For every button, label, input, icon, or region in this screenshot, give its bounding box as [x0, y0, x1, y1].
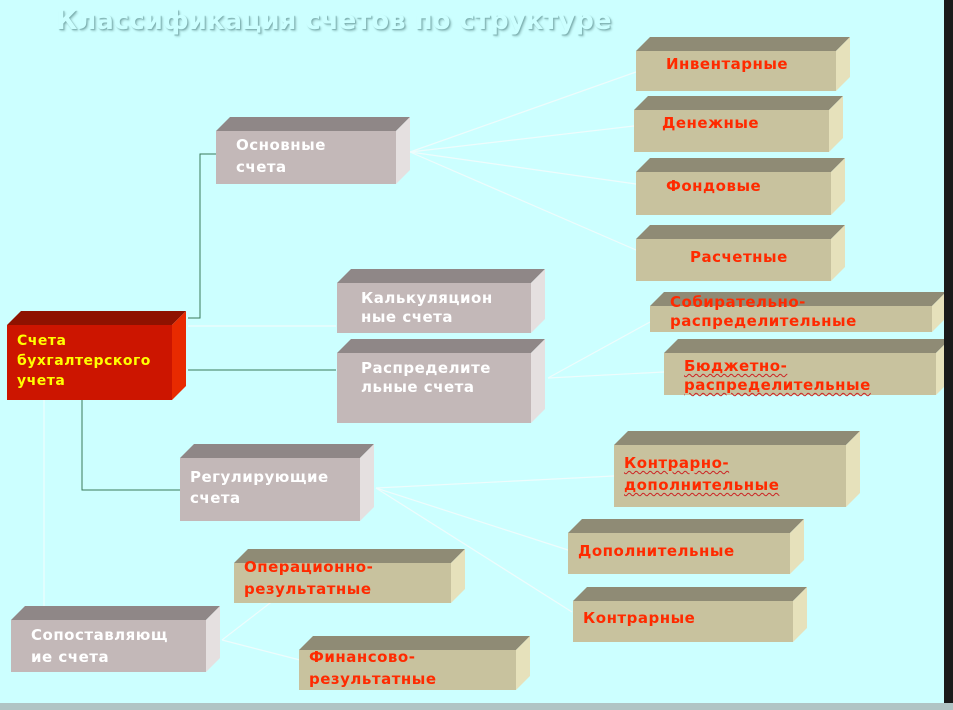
node-regulating-accounts: Регулирующие счета	[180, 458, 360, 521]
node-collective-distributive-accounts: Собирательно- распределительные	[650, 293, 932, 332]
node-operating-result-accounts: Операционно- результатные	[234, 558, 451, 603]
slide-title: Классификация счетов по структуре	[56, 6, 612, 36]
node-fund-accounts: Фондовые	[636, 172, 831, 215]
window-edge-right	[944, 0, 953, 710]
connector-regulating-additional	[375, 487, 569, 551]
node-monetary-accounts: Денежные	[634, 110, 829, 152]
connector-comparative-financial	[221, 639, 301, 661]
node-distributive-accounts: Распределите льные счета	[337, 353, 531, 423]
node-additional-accounts: Дополнительные	[568, 533, 790, 574]
node-inventory-accounts: Инвентарные	[636, 51, 836, 91]
window-edge-bottom	[0, 703, 953, 710]
connector-basic-monetary	[409, 125, 635, 153]
node-contra-accounts: Контрарные	[573, 601, 793, 642]
connector-root-basic	[188, 153, 216, 319]
connector-basic-inventory	[409, 71, 637, 153]
node-comparative-accounts: Сопоставляющ ие счета	[11, 620, 206, 672]
node-costing-accounts: Калькуляцион ные счета	[337, 283, 531, 333]
connector-distributive-collective	[547, 321, 651, 379]
connector-root-regulating	[81, 400, 180, 491]
node-basic-accounts: Основные счета	[216, 131, 396, 184]
node-financial-result-accounts: Финансово- результатные	[299, 648, 516, 690]
connector-regulating-contra	[375, 487, 573, 613]
connector-basic-settlement	[409, 151, 637, 251]
connector-distributive-budget	[547, 371, 665, 379]
connector-basic-fund	[409, 151, 637, 185]
node-contra-additional-accounts: Контрарно- дополнительные	[614, 445, 846, 507]
root-node-accounting-accounts: Счета бухгалтерского учета	[7, 325, 172, 400]
node-settlement-accounts: Расчетные	[636, 239, 831, 281]
connector-regulating-contra-additional	[375, 475, 615, 489]
node-budget-distributive-accounts: Бюджетно- распределительные	[664, 353, 936, 395]
